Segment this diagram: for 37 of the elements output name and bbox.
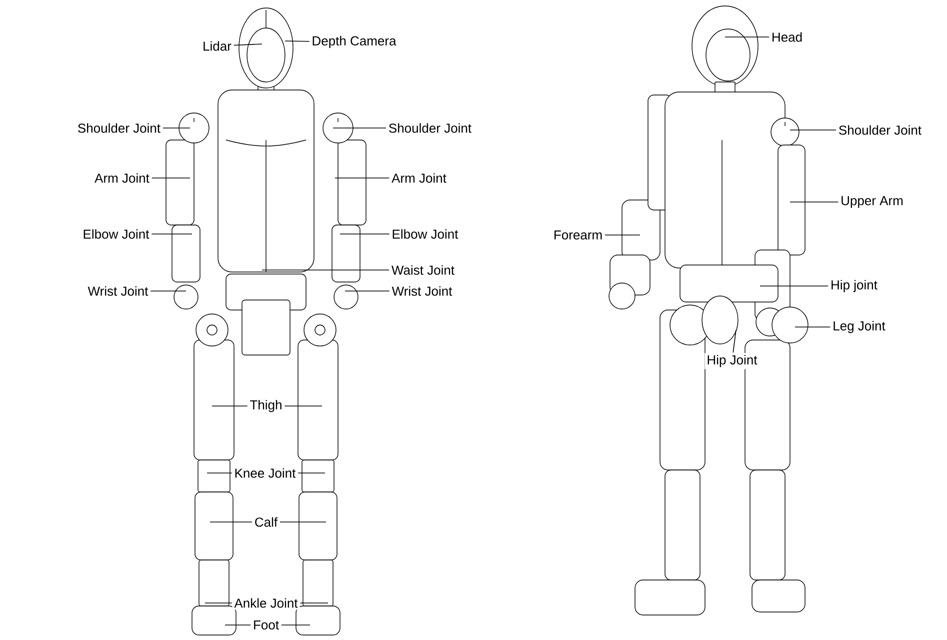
- part-label: Calf: [252, 515, 280, 529]
- part-label: Hip joint: [828, 278, 880, 294]
- leader-line: [233, 44, 262, 46]
- part-label: Forearm: [551, 228, 605, 242]
- part-label: Elbow Joint: [390, 227, 460, 241]
- leader-line: [300, 602, 328, 604]
- leader-line: [284, 40, 310, 42]
- part-label: Wrist Joint: [390, 284, 454, 298]
- leader-line: [206, 472, 232, 474]
- leader-line: [298, 472, 326, 474]
- part-label: Elbow Joint: [80, 227, 152, 241]
- part-label: Ankle Joint: [232, 596, 300, 610]
- part-label: Shoulder Joint: [386, 121, 474, 135]
- part-label: Shoulder Joint: [75, 121, 163, 135]
- leader-line: [604, 234, 640, 236]
- leader-line: [150, 290, 186, 292]
- part-label: Arm Joint: [390, 171, 448, 185]
- part-label: Depth Camera: [310, 34, 398, 50]
- leader-line: [732, 330, 736, 353]
- part-label: Thigh: [248, 398, 284, 414]
- leader-line: [224, 624, 251, 626]
- part-label: Upper Arm: [838, 194, 906, 210]
- part-label: Leg Joint: [830, 318, 888, 336]
- leader-line: [344, 290, 390, 292]
- leader-line: [204, 602, 232, 604]
- part-label: Arm Joint: [92, 171, 152, 185]
- part-label: Lidar: [200, 39, 234, 53]
- part-label: Shoulder Joint: [836, 123, 924, 137]
- leader-line: [724, 36, 770, 38]
- part-label: Knee Joint: [232, 466, 298, 480]
- part-label: Hip Joint: [704, 352, 760, 370]
- leader-line: [281, 624, 310, 626]
- leader-line: [794, 326, 831, 328]
- part-label: Wrist Joint: [86, 284, 150, 298]
- part-label: Waist Joint: [389, 263, 457, 277]
- part-label: Foot: [251, 618, 281, 632]
- part-label: Head: [769, 30, 805, 44]
